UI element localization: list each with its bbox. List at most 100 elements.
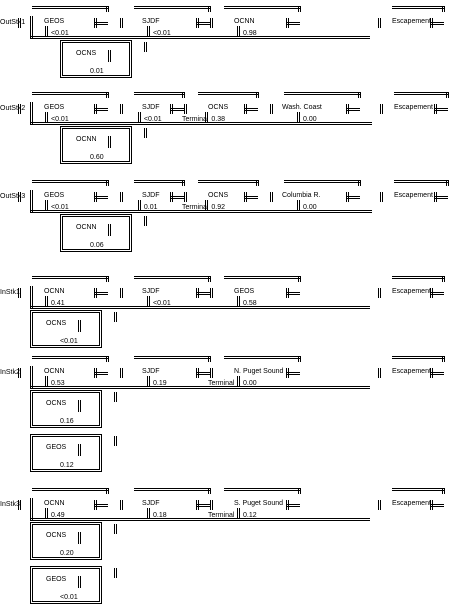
node-bracket <box>120 18 123 28</box>
branch-tick <box>144 216 147 226</box>
node-top-bar-edge <box>298 6 301 12</box>
node-bracket <box>170 192 173 202</box>
node-bracket <box>210 18 213 28</box>
value-drop <box>147 508 150 518</box>
node-connector <box>430 372 444 375</box>
transition-value: <0.01 <box>153 30 171 37</box>
node-top-bar-edge <box>106 276 109 282</box>
node-bracket <box>94 192 97 202</box>
node-top-bar-edge <box>358 92 361 98</box>
value-drop <box>297 200 300 210</box>
node-top-bar <box>224 488 300 491</box>
node-top-bar-edge <box>182 180 185 186</box>
stock-label: InStk3 <box>0 501 20 508</box>
node-top-bar <box>394 92 448 95</box>
transition-value: 0.58 <box>243 300 257 307</box>
transition-value: <0.01 <box>51 204 69 211</box>
value-drop <box>45 296 48 306</box>
row-baseline <box>30 210 372 213</box>
node-connector <box>244 196 258 199</box>
branch-box <box>60 126 132 164</box>
node-top-bar <box>284 180 360 183</box>
node-bracket <box>120 500 123 510</box>
stock-label: OutStk2 <box>0 105 26 112</box>
node-top-bar <box>134 6 210 9</box>
node-top-bar <box>32 276 108 279</box>
node-name: OCNN <box>44 500 65 507</box>
node-bracket <box>94 500 97 510</box>
branch-bracket <box>78 444 81 456</box>
value-drop <box>237 26 240 36</box>
node-bracket <box>120 104 123 114</box>
node-top-bar-edge <box>256 180 259 186</box>
branch-tick <box>114 568 117 578</box>
value-drop <box>237 508 240 518</box>
branch-box <box>60 214 132 252</box>
node-connector <box>94 108 108 111</box>
node-top-bar-edge <box>442 488 445 494</box>
node-top-bar <box>392 6 444 9</box>
branch-tick <box>144 42 147 52</box>
branch-value: 0.60 <box>90 154 104 161</box>
node-connector <box>94 504 108 507</box>
node-top-bar <box>392 488 444 491</box>
node-top-bar <box>134 488 210 491</box>
node-name: OCNN <box>44 368 65 375</box>
node-bracket <box>380 104 383 114</box>
value-drop <box>205 112 209 122</box>
branch-value: <0.01 <box>60 594 78 601</box>
terminal-label: Terminal <box>208 380 235 387</box>
node-top-bar <box>392 276 444 279</box>
branch-tick <box>114 436 117 446</box>
node-name: Escapement <box>392 368 431 375</box>
transition-value: 0.92 <box>211 204 226 211</box>
branch-name: OCNS <box>76 50 97 57</box>
node-bracket <box>430 368 433 378</box>
node-top-bar <box>32 488 108 491</box>
node-top-bar-edge <box>442 356 445 362</box>
row-left-edge <box>30 498 33 520</box>
node-name: SJDF <box>142 192 160 199</box>
branch-value: 0.01 <box>90 68 104 75</box>
row-baseline <box>30 122 372 125</box>
node-connector <box>244 108 258 111</box>
node-connector <box>196 22 210 25</box>
node-bracket <box>286 18 289 28</box>
branch-bracket <box>78 320 81 332</box>
node-top-bar-edge <box>182 92 185 98</box>
node-bracket <box>270 192 273 202</box>
row-baseline <box>30 306 370 309</box>
node-connector <box>346 108 360 111</box>
node-top-bar-edge <box>298 488 301 494</box>
transition-value: 0.53 <box>51 380 65 387</box>
branch-value: 0.06 <box>90 242 104 249</box>
branch-value: 0.12 <box>60 462 74 469</box>
node-name: SJDF <box>142 288 160 295</box>
node-bracket <box>18 18 21 28</box>
terminal-label: Terminal <box>182 116 209 123</box>
transition-value: 0.18 <box>153 512 167 519</box>
branch-box <box>30 390 102 428</box>
node-top-bar-edge <box>106 92 109 98</box>
branch-tick <box>114 392 117 402</box>
node-bracket <box>94 368 97 378</box>
node-connector <box>430 22 444 25</box>
branch-bracket <box>78 400 81 412</box>
node-top-bar-edge <box>358 180 361 186</box>
node-bracket <box>196 368 199 378</box>
value-drop <box>45 200 48 210</box>
node-connector <box>196 504 210 507</box>
transition-value: 0.01 <box>143 204 158 211</box>
node-name: OCNS <box>208 104 229 111</box>
node-top-bar-edge <box>106 356 109 362</box>
node-bracket <box>18 368 21 378</box>
node-bracket <box>210 288 213 298</box>
node-top-bar <box>198 180 258 183</box>
node-bracket <box>378 500 381 510</box>
node-connector <box>434 108 448 111</box>
node-top-bar <box>394 180 448 183</box>
node-name: Columbia R. <box>282 192 321 199</box>
node-top-bar-edge <box>106 180 109 186</box>
node-top-bar-edge <box>298 276 301 282</box>
node-top-bar <box>134 92 184 95</box>
